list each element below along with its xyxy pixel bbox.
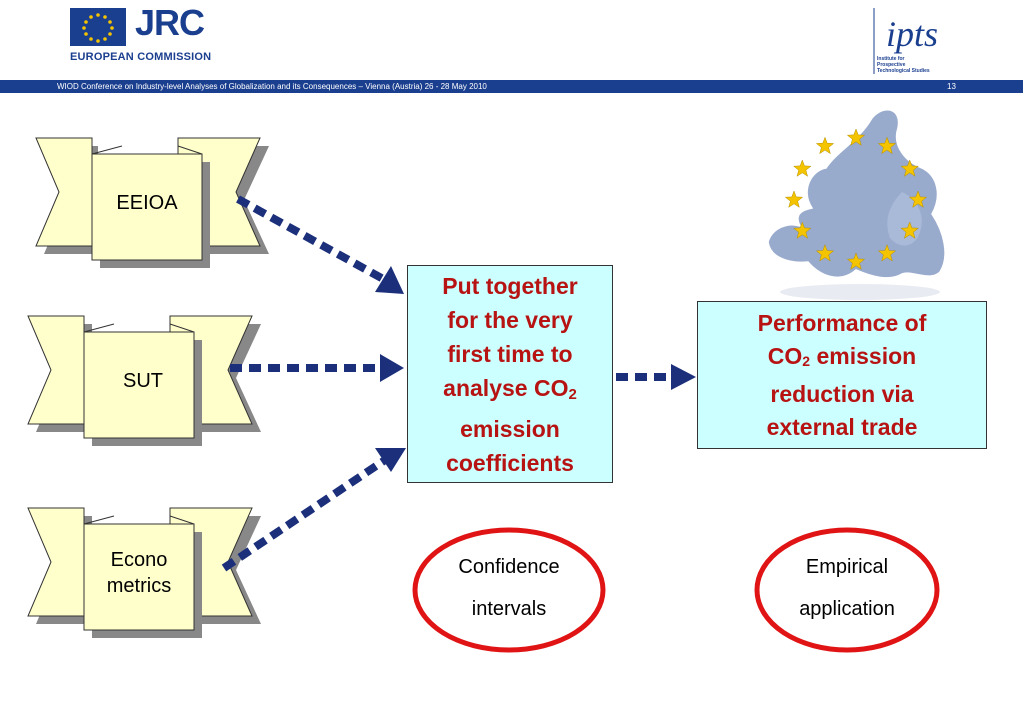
ipts-logo: ipts Institute for Prospective Technolog… xyxy=(872,4,964,79)
main-box-co: analyse CO xyxy=(443,374,569,401)
arrow-sut-to-main xyxy=(230,354,404,382)
empirical-label-line2: application xyxy=(799,598,895,620)
econometrics-label-line1: Econo xyxy=(110,549,168,571)
eu-star-icon xyxy=(846,252,866,270)
result-box-line4: external trade xyxy=(766,413,918,440)
eu-stars xyxy=(784,128,928,270)
result-box-line3: reduction via xyxy=(770,380,914,407)
eu-star-icon xyxy=(815,243,835,262)
oval-confidence xyxy=(412,527,606,653)
page-number: 13 xyxy=(947,82,956,91)
arrow-econometrics-to-main xyxy=(221,448,406,572)
ipts-caption-3: Technological Studies xyxy=(877,68,930,74)
eu-star-icon xyxy=(900,159,919,177)
ipts-caption-2: Prospective xyxy=(877,62,906,68)
confidence-intervals-label: Confidence intervals xyxy=(415,546,603,630)
european-commission-text: EUROPEAN COMMISSION xyxy=(70,51,212,63)
ipts-mark: ipts xyxy=(886,14,938,54)
eu-star-icon xyxy=(793,221,812,239)
result-box-text: Performance of CO2 emission reduction vi… xyxy=(758,307,927,444)
main-box-line3: first time to xyxy=(447,340,573,367)
eu-star-icon xyxy=(815,136,835,155)
scroll-sut xyxy=(27,315,261,446)
result-box-line2: CO2 emission xyxy=(758,340,927,378)
eu-star-icon xyxy=(784,190,804,208)
eu-star-icon xyxy=(877,243,897,262)
eu-star-icon xyxy=(877,136,897,155)
result-box-line1: Performance of xyxy=(757,309,927,336)
main-box-line6: coefficients xyxy=(446,449,574,476)
main-box-line4: analyse CO2 xyxy=(442,371,577,412)
main-box-text: Put together for the very first time to … xyxy=(442,269,577,480)
sut-label: SUT xyxy=(123,370,163,392)
result-box-co-subscript: 2 xyxy=(802,352,811,369)
main-box: Put together for the very first time to … xyxy=(407,265,613,483)
scroll-econometrics xyxy=(27,507,261,638)
scroll-eeioa xyxy=(35,137,269,268)
confidence-label-line1: Confidence xyxy=(458,556,560,578)
result-box-co: CO xyxy=(767,342,803,369)
result-box-emission: emission xyxy=(810,342,917,369)
empirical-label-line1: Empirical xyxy=(805,556,889,578)
main-box-line2: for the very xyxy=(447,306,573,333)
header-bar xyxy=(0,80,1023,93)
arrow-eeioa-to-main xyxy=(236,195,404,294)
result-box: Performance of CO2 emission reduction vi… xyxy=(697,301,987,449)
oval-empirical xyxy=(754,527,940,653)
eeioa-label: EEIOA xyxy=(116,192,178,214)
empirical-application-label: Empirical application xyxy=(757,546,937,630)
arrow-main-to-result xyxy=(616,364,696,390)
main-box-line1: Put together xyxy=(442,272,578,299)
main-box-co-subscript: 2 xyxy=(568,385,577,403)
conference-title: WIOD Conference on Industry-level Analys… xyxy=(57,82,487,91)
confidence-label-line2: intervals xyxy=(471,598,547,620)
ipts-caption-1: Institute for xyxy=(877,56,905,62)
main-box-line5: emission xyxy=(460,415,560,442)
eu-star-icon xyxy=(900,221,919,239)
eu-star-icon xyxy=(908,190,928,208)
eu-star-icon xyxy=(846,128,866,146)
eu-star-icon xyxy=(793,159,812,177)
eu-flag-logo xyxy=(70,8,126,51)
jrc-logo-text: JRC xyxy=(135,2,205,43)
econometrics-label: Econo metrics xyxy=(84,547,194,599)
econometrics-label-line2: metrics xyxy=(106,575,172,597)
